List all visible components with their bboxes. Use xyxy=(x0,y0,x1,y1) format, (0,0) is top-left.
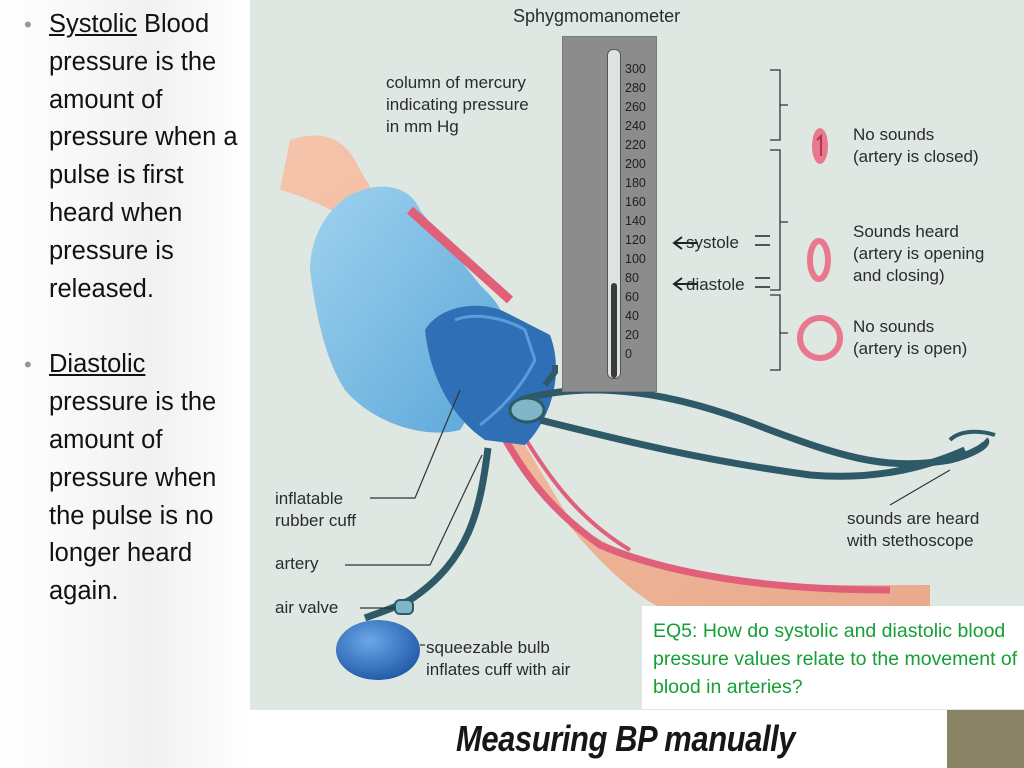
sphygmomanometer-diagram: Sphygmomanometer column of mercury indic… xyxy=(250,0,1024,710)
air-valve-label: air valve xyxy=(275,598,339,617)
state-line: (artery is closed) xyxy=(853,147,979,166)
artery-open-icon xyxy=(797,315,843,361)
state-line: (artery is open) xyxy=(853,339,968,358)
leader-stethoscope xyxy=(889,469,951,506)
scale-tick-label: 0 xyxy=(625,347,632,361)
scale-tick-label: 280 xyxy=(625,81,646,95)
column-label: column of mercury indicating pressure in… xyxy=(386,72,529,138)
artery-lower xyxy=(491,418,891,594)
cuff-highlight xyxy=(454,314,537,427)
systole-label: systole xyxy=(686,233,739,252)
state-line: No sounds xyxy=(853,125,935,144)
column-label-line: in mm Hg xyxy=(386,117,459,136)
bullet-marker: • xyxy=(24,12,32,37)
leader-cuff xyxy=(370,389,461,499)
diagram-illustration xyxy=(280,69,996,680)
definition-systolic: Blood pressure is the amount of pressure… xyxy=(49,10,238,303)
leader-artery xyxy=(345,454,483,566)
slide-title: Measuring BP manually xyxy=(456,718,796,759)
column-label-line: column of mercury xyxy=(386,73,526,92)
text-panel: • Systolic Blood pressure is the amount o… xyxy=(0,0,250,768)
term-diastolic: Diastolic xyxy=(49,350,146,379)
scale-tick-label: 260 xyxy=(625,100,646,114)
term-systolic: Systolic xyxy=(49,10,137,38)
scale-tick-label: 20 xyxy=(625,328,639,342)
scale-tick-label: 120 xyxy=(625,233,646,247)
cuff-label-line: inflatable xyxy=(275,489,344,508)
artery-opening-icon xyxy=(807,238,831,282)
figure-title: Sphygmomanometer xyxy=(513,6,681,26)
state-open-label: No sounds (artery is open) xyxy=(853,316,967,360)
arm-shape xyxy=(280,135,930,636)
scale-tick-label: 60 xyxy=(625,290,639,304)
scale-tick-label: 220 xyxy=(625,138,646,152)
bullet-diastolic: • Diastolic pressure is the amount of pre… xyxy=(22,346,244,611)
state-opening-label: Sounds heard (artery is opening and clos… xyxy=(853,221,984,287)
bulb-label-line: inflates cuff with air xyxy=(426,660,571,679)
diastole-label: diastole xyxy=(686,275,745,294)
stethoscope-label: sounds are heard with stethoscope xyxy=(847,508,979,552)
scale-tick-label: 100 xyxy=(625,252,646,266)
bracket-bottom xyxy=(770,294,788,371)
stethoscope-earpiece xyxy=(948,429,996,442)
gauge-tube xyxy=(542,365,558,387)
diastole-arrow xyxy=(672,277,698,291)
artery-branch xyxy=(518,428,632,552)
state-line: Sounds heard xyxy=(853,222,959,241)
column-label-line: indicating pressure xyxy=(386,95,529,114)
mercury-column xyxy=(611,283,617,378)
stethoscope-tube-1 xyxy=(519,386,990,468)
scale-tick-label: 40 xyxy=(625,309,639,323)
scale-tick-label: 80 xyxy=(625,271,639,285)
state-line: No sounds xyxy=(853,317,935,336)
bullet-marker: • xyxy=(24,352,32,378)
state-closed-label: No sounds (artery is closed) xyxy=(853,124,979,168)
mercury-tube xyxy=(607,49,621,379)
corner-accent xyxy=(947,710,1024,768)
state-line: and closing) xyxy=(853,266,945,285)
scale-tick-label: 160 xyxy=(625,195,646,209)
artery-upper xyxy=(406,206,514,304)
scale-tick-label: 300 xyxy=(625,62,646,76)
indicator-lines xyxy=(755,235,770,288)
bracket-top xyxy=(770,69,788,141)
scale-tick-label: 140 xyxy=(625,214,646,228)
definition-diastolic: pressure is the amount of pressure when … xyxy=(49,388,217,606)
state-line: (artery is opening xyxy=(853,244,985,263)
systole-arrow xyxy=(672,236,698,250)
cuff-label: inflatable rubber cuff xyxy=(275,488,356,532)
bullet-list: • Systolic Blood pressure is the amount o… xyxy=(22,6,244,611)
mercury-gauge: 300 280 260 240 220 200 180 160 140 120 … xyxy=(562,36,657,392)
scale-tick-label: 200 xyxy=(625,157,646,171)
pump-tube xyxy=(363,447,492,622)
artery-label: artery xyxy=(275,554,319,573)
stethoscope-tube-2 xyxy=(539,416,967,480)
scale-tick-label: 240 xyxy=(625,119,646,133)
bulb-label-line: squeezable bulb xyxy=(426,638,550,657)
air-valve xyxy=(394,599,414,615)
bullet-systolic: • Systolic Blood pressure is the amount o… xyxy=(22,6,244,308)
stethoscope-label-line: sounds are heard xyxy=(847,509,980,528)
cuff-label-line: rubber cuff xyxy=(275,511,356,530)
bracket-middle xyxy=(770,149,788,291)
essential-question-box: EQ5: How do systolic and diastolic blood… xyxy=(642,606,1024,709)
bulb-label: squeezable bulb inflates cuff with air xyxy=(426,637,570,681)
essential-question-text: EQ5: How do systolic and diastolic blood… xyxy=(653,620,1018,698)
stethoscope-head xyxy=(508,396,546,424)
squeeze-bulb xyxy=(336,620,420,680)
artery-closed-slit xyxy=(816,133,822,156)
scale-tick-label: 180 xyxy=(625,176,646,190)
stethoscope-label-line: with stethoscope xyxy=(847,531,974,550)
